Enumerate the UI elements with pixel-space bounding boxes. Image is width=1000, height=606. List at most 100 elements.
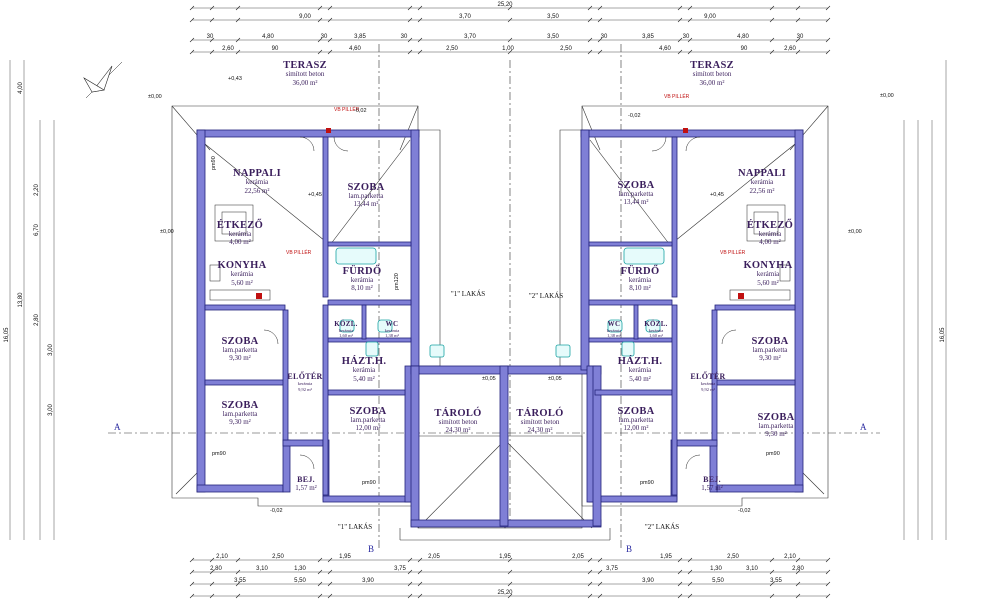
dim-tick: [769, 5, 775, 11]
wc-right-name: WC: [608, 320, 621, 328]
bot1-dim-8: 2,10: [784, 554, 796, 560]
dim-tick: [795, 49, 801, 55]
dim-tick: [825, 5, 831, 11]
dim-tick: [795, 593, 801, 599]
top2-dim-6: 3,50: [547, 34, 559, 40]
wc-left-name: WC: [386, 320, 399, 328]
bot2-dim-1: 3,10: [256, 566, 268, 572]
top2-dim-4: 30: [401, 34, 408, 40]
eloter-left-floor: kerámia: [298, 381, 313, 386]
nappali-left-name: NAPPALI: [233, 168, 281, 179]
section-label-a-right: A: [860, 422, 867, 432]
top2-dim-5: 3,70: [464, 34, 476, 40]
top2-dim-0: 30: [207, 34, 214, 40]
top3-dim-6: 4,60: [659, 46, 671, 52]
dim-tick: [327, 569, 333, 575]
dim-tick: [417, 557, 423, 563]
top3-dim-2: 4,60: [349, 46, 361, 52]
dim-tick: [417, 581, 423, 587]
dim-tick: [209, 49, 215, 55]
konyha-right-floor: kerámia: [757, 270, 780, 278]
dim-tick: [825, 17, 831, 23]
bot1-dim-1: 2,50: [272, 554, 284, 560]
top2-dim-9: 30: [683, 34, 690, 40]
dim-tick: [417, 37, 423, 43]
bej-left-area: 1,57 m²: [295, 484, 317, 492]
dim-tick: [327, 17, 333, 23]
level-7: ±0,00: [880, 93, 894, 99]
dim-tick: [317, 557, 323, 563]
dim-tick: [235, 569, 241, 575]
pm90-left-1: pm90: [212, 451, 226, 457]
dim-tick: [407, 593, 413, 599]
szoba-top-left-floor: lam.parketta: [349, 192, 385, 200]
dim-tick: [209, 581, 215, 587]
dim-tick: [507, 49, 513, 55]
left-fixtures: [209, 204, 445, 358]
top2-dim-8: 3,85: [642, 34, 654, 40]
dim-tick: [209, 593, 215, 599]
haztb-left-floor: kerámia: [353, 366, 376, 374]
dim-tick: [597, 593, 603, 599]
bot3-dim-2: 3,90: [362, 578, 374, 584]
dim-tick: [407, 569, 413, 575]
unit-label-1-bottom: "1" LAKÁS: [338, 523, 372, 531]
bot1-dim-5: 2,05: [572, 554, 584, 560]
dim-tick: [317, 569, 323, 575]
furdo-right-floor: kerámia: [629, 276, 652, 284]
eloter-right-floor: kerámia: [701, 381, 716, 386]
dim-tick: [769, 49, 775, 55]
szoba-c-right-name: SZOBA: [617, 406, 654, 417]
dim-tick: [209, 5, 215, 11]
top-dim-2: 3,70: [459, 14, 471, 20]
pillar-marker-right: [683, 128, 688, 133]
dim-tick: [317, 593, 323, 599]
dim-tick: [327, 581, 333, 587]
pm120-left: pm120: [394, 273, 400, 290]
dim-tick: [587, 557, 593, 563]
left-part-dim-2: 2,20: [34, 184, 40, 196]
nappali-right-area: 22,56 m²: [749, 187, 774, 195]
top2-dim-3: 3,85: [354, 34, 366, 40]
dim-tick: [407, 49, 413, 55]
dim-tick: [769, 581, 775, 587]
konyha-left-area: 5,60 m²: [231, 279, 253, 287]
eloter-left-area: 9,92 m²: [298, 387, 313, 393]
etkezo-left-name: ÉTKEZŐ: [217, 219, 263, 231]
dim-tick: [189, 581, 195, 587]
dim-tick: [189, 557, 195, 563]
dim-tick: [587, 569, 593, 575]
dim-tick: [189, 37, 195, 43]
terrace-left-floor: simított beton: [286, 70, 325, 78]
top3-dim-5: 2,50: [560, 46, 572, 52]
wc-left-area: 1,38 m²: [385, 333, 400, 339]
bot3-dim-0: 3,55: [234, 578, 246, 584]
dim-tick: [317, 17, 323, 23]
level-12: -0,02: [270, 508, 283, 514]
dim-tick: [327, 5, 333, 11]
dim-tick: [507, 5, 513, 11]
szoba-mid-left-floor: lam.parketta: [223, 346, 259, 354]
level-8: ±0,00: [848, 229, 862, 235]
wc-right-area: 1,38 m²: [607, 333, 622, 339]
bot2-dim-7: 2,80: [792, 566, 804, 572]
left-part-dim-6: 2,80: [34, 314, 40, 326]
szoba-c-left-area: 12,00 m²: [355, 424, 380, 432]
konyha-right-name: KONYHA: [743, 260, 792, 271]
level-6: ±0,05: [482, 376, 496, 382]
unit-label-2-center: "2" LAKÁS: [529, 292, 563, 300]
dim-tick: [769, 557, 775, 563]
bej-left-name: BEJ.: [297, 475, 315, 484]
tarolo-right-area: 24,30 m²: [527, 426, 552, 434]
pm90-left-2: pm90: [362, 480, 376, 486]
szoba-mid-right-name: SZOBA: [751, 336, 788, 347]
konyha-right-area: 5,60 m²: [757, 279, 779, 287]
level-3: +0,45: [308, 192, 322, 198]
dim-tick: [795, 37, 801, 43]
dim-tick: [687, 593, 693, 599]
dim-tick: [407, 37, 413, 43]
szoba-top-left-area: 13,44 m²: [353, 200, 378, 208]
dim-tick: [825, 593, 831, 599]
tarolo-right-floor: simított beton: [521, 418, 560, 426]
dim-tick: [825, 581, 831, 587]
